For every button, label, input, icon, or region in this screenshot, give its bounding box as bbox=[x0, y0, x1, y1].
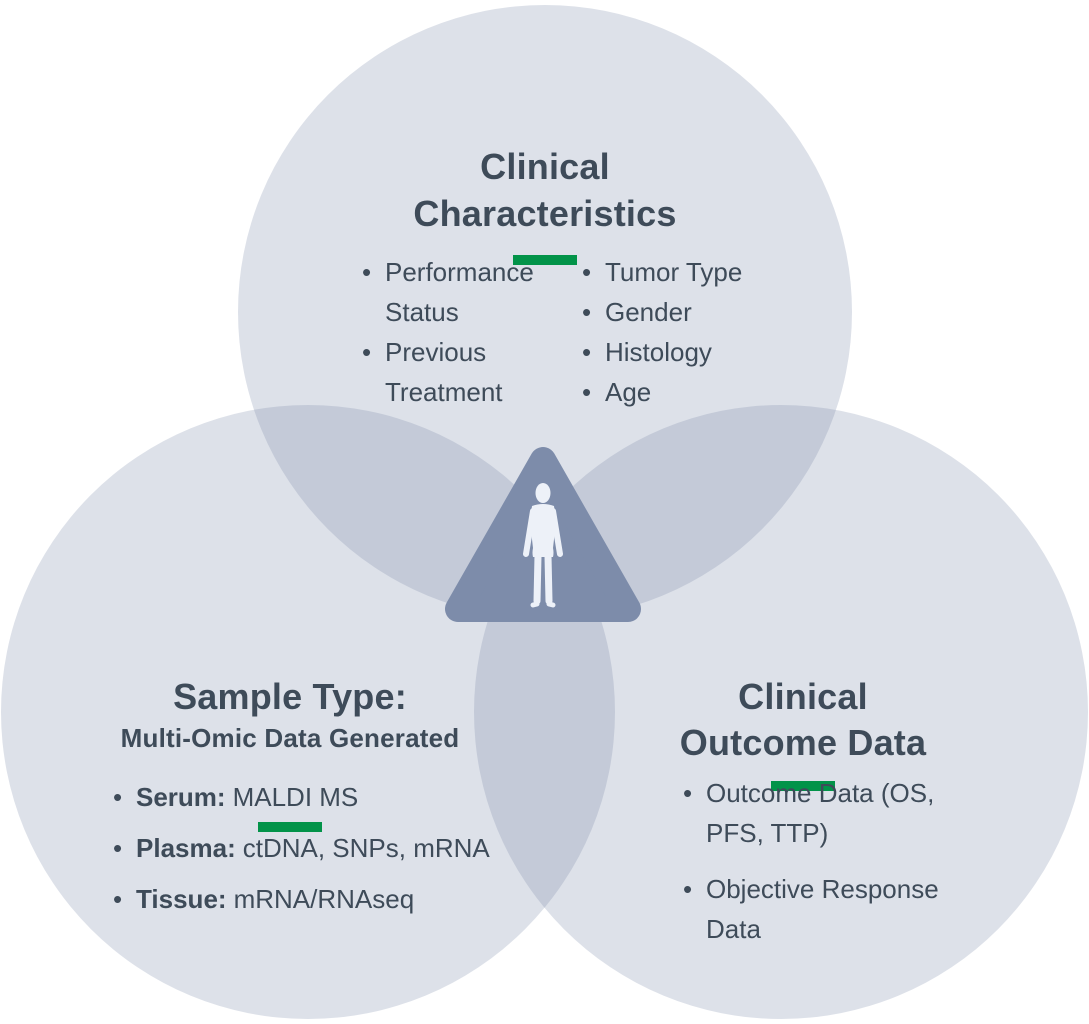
clinical-outcome-list: Outcome Data (OS, PFS, TTP) Objective Re… bbox=[683, 773, 955, 965]
clinical-characteristics-list: Performance Status Previous Treatment Tu… bbox=[362, 252, 752, 412]
bullet-label: Serum: bbox=[136, 782, 226, 812]
list-item: Performance Status bbox=[362, 252, 567, 332]
list-column-right: Tumor Type Gender Histology Age bbox=[582, 252, 752, 412]
list-item: Tissue:mRNA/RNAseq bbox=[113, 879, 543, 919]
bullet-text: mRNA/RNAseq bbox=[233, 884, 415, 914]
bullet-label: Plasma: bbox=[136, 833, 236, 863]
list-item: Outcome Data (OS, PFS, TTP) bbox=[683, 773, 955, 853]
list-item: Plasma:ctDNA, SNPs, mRNA bbox=[113, 828, 543, 868]
bullet-label: Tissue: bbox=[136, 884, 227, 914]
title-text: Sample Type: bbox=[173, 676, 407, 717]
sample-type-list: Serum:MALDI MS Plasma:ctDNA, SNPs, mRNA … bbox=[113, 777, 543, 930]
sample-type-title: Sample Type: Multi-Omic Data Generated bbox=[70, 628, 510, 878]
list-column-left: Performance Status Previous Treatment bbox=[362, 252, 567, 412]
bullet-text: MALDI MS bbox=[232, 782, 359, 812]
title-text: Clinical Outcome Data bbox=[679, 676, 927, 763]
bullet-text: ctDNA, SNPs, mRNA bbox=[242, 833, 490, 863]
list-item: Histology bbox=[582, 332, 752, 372]
list-item: Serum:MALDI MS bbox=[113, 777, 543, 817]
list-item: Objective Response Data bbox=[683, 869, 955, 949]
list-item: Age bbox=[582, 372, 752, 412]
sample-type-subtitle: Multi-Omic Data Generated bbox=[120, 723, 460, 753]
list-item: Tumor Type bbox=[582, 252, 752, 292]
list-item: Gender bbox=[582, 292, 752, 332]
green-divider bbox=[258, 822, 322, 832]
title-text: Clinical Characteristics bbox=[413, 146, 677, 234]
list-item: Previous Treatment bbox=[362, 332, 567, 412]
